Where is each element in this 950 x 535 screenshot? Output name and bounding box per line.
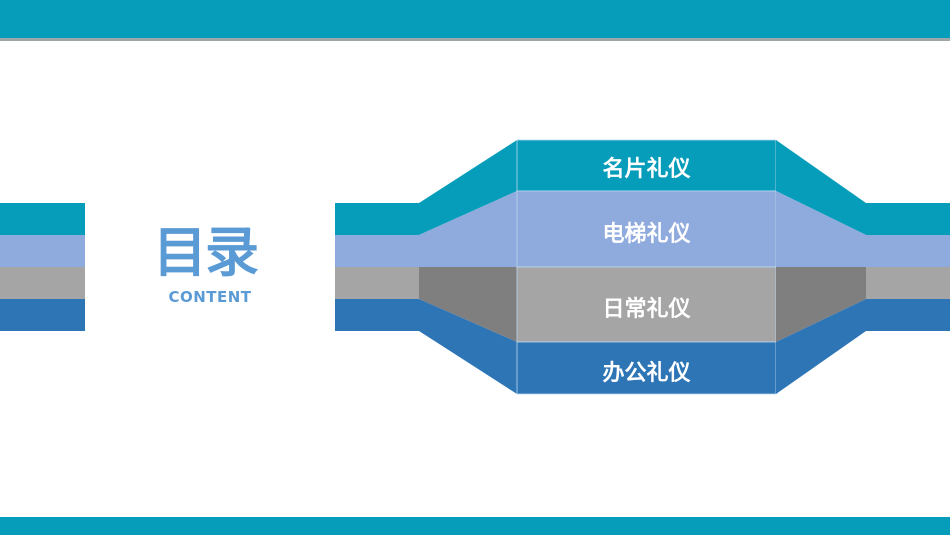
connector-left-gray: [419, 267, 517, 342]
connector-right-teal: [776, 140, 866, 235]
connector-left-lavender: [419, 191, 517, 267]
inner-left-teal: [335, 203, 419, 235]
inner-left-lavender: [335, 235, 419, 267]
connector-right-gray: [776, 267, 866, 342]
left-stub-teal: [0, 203, 85, 235]
page-subtitle: CONTENT: [168, 288, 252, 306]
left-stub-blue: [0, 299, 85, 331]
right-stub-gray: [866, 267, 950, 299]
left-stub-gray: [0, 267, 85, 299]
top-banner: [0, 0, 950, 41]
inner-left-blue: [335, 299, 419, 331]
center-block-4: [516, 341, 777, 395]
right-stub-blue: [866, 299, 950, 331]
toc-item-4[interactable]: 办公礼仪: [602, 361, 691, 386]
toc-item-1[interactable]: 名片礼仪: [602, 157, 691, 182]
connector-left-blue: [419, 299, 517, 394]
connector-right-lavender: [776, 191, 866, 267]
page-title: 目录: [153, 221, 259, 284]
right-stub-teal: [866, 203, 950, 235]
center-block-2: [516, 190, 777, 268]
inner-left-gray: [335, 267, 419, 299]
connector-right-blue: [776, 299, 866, 394]
left-stub-lavender: [0, 235, 85, 267]
center-block-1: [516, 139, 777, 192]
right-stub-lavender: [866, 235, 950, 267]
toc-item-3[interactable]: 日常礼仪: [602, 297, 691, 322]
toc-item-2[interactable]: 电梯礼仪: [602, 222, 691, 247]
connector-left-teal: [419, 140, 517, 235]
bottom-banner: [0, 517, 950, 535]
